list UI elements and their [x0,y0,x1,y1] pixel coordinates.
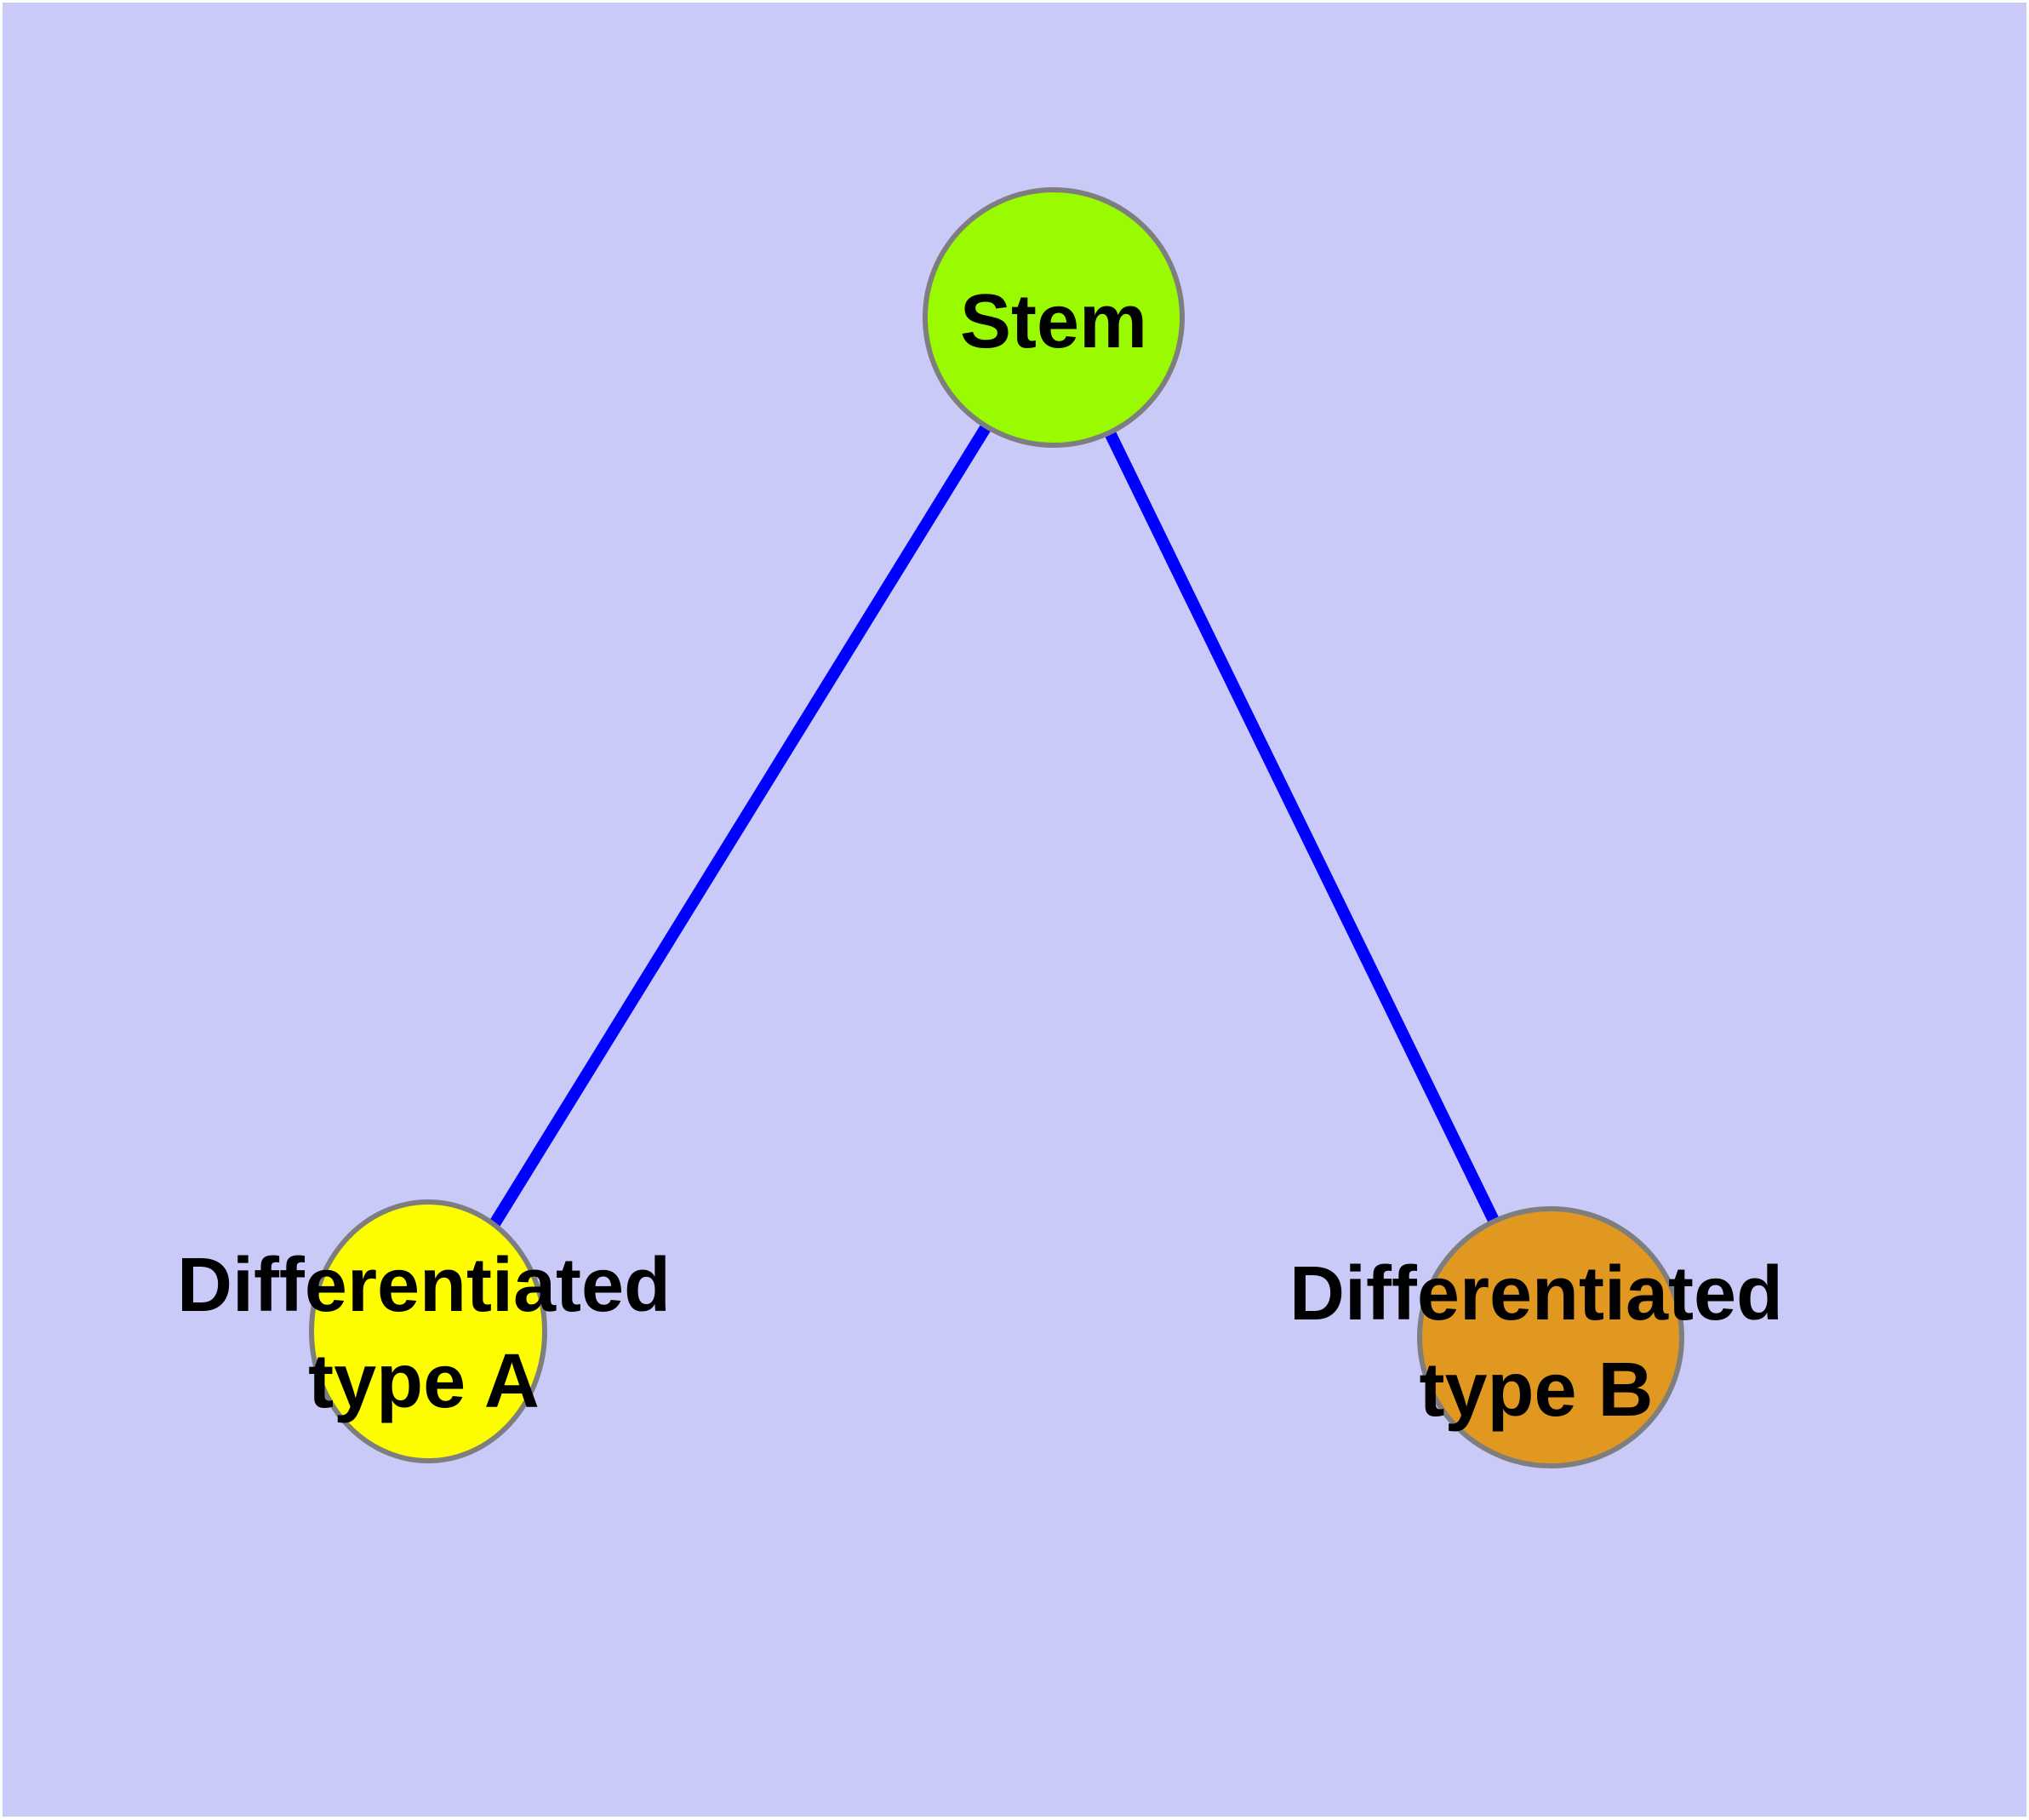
edge-stem-to-type-b [1048,314,1557,1341]
node-differentiated-type-b[interactable] [1417,1206,1684,1468]
node-stem[interactable] [923,187,1185,448]
edge-stem-to-type-a [423,314,1059,1335]
node-differentiated-type-a[interactable] [309,1199,547,1463]
